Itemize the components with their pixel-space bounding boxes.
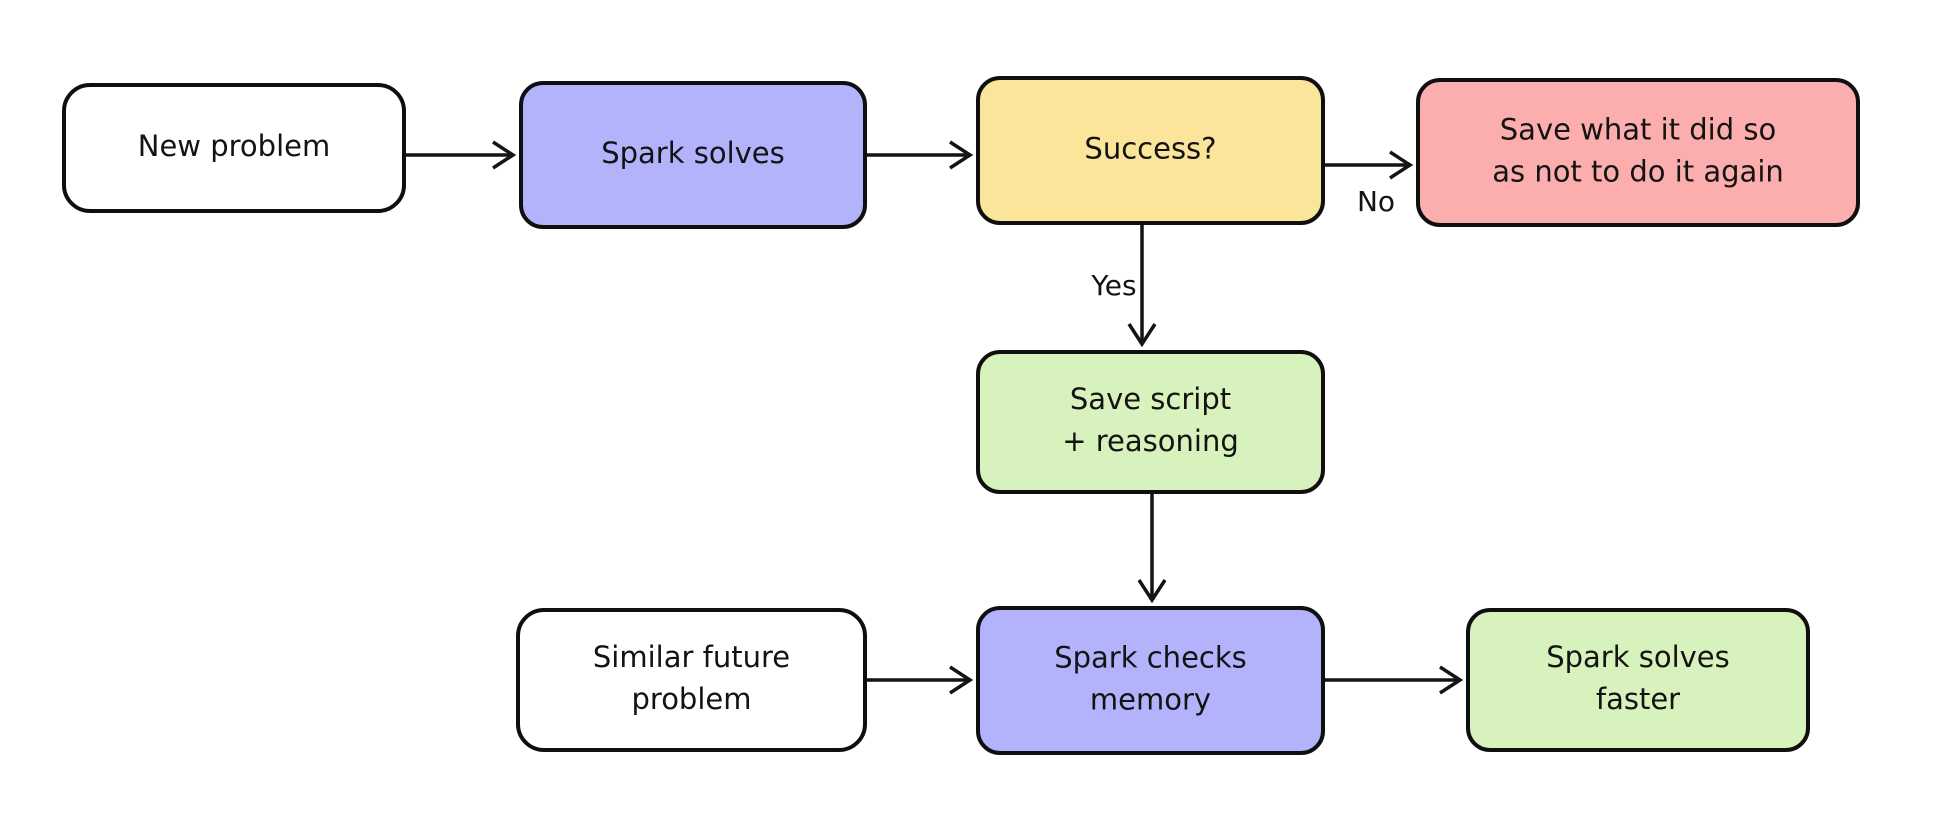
edges-layer bbox=[406, 140, 1464, 695]
edge-label-no: No bbox=[1357, 185, 1395, 218]
node-box-success[interactable] bbox=[976, 76, 1325, 225]
node-box-similar-future-problem[interactable] bbox=[516, 608, 867, 752]
arrowhead-icon bbox=[1389, 150, 1414, 180]
node-label-save-script: Save script bbox=[1070, 382, 1231, 416]
node-similar-future-problem[interactable]: Similar future problem bbox=[516, 608, 867, 752]
edge-spark-checks-memory-to-spark-solves-faster bbox=[1325, 665, 1464, 695]
edge-spark-solves-to-success bbox=[867, 140, 974, 170]
arrowhead-icon bbox=[492, 140, 517, 170]
arrowhead-icon bbox=[1127, 323, 1157, 348]
node-spark-solves-faster[interactable]: Spark solves faster bbox=[1466, 608, 1810, 752]
edge-save-script-to-spark-checks-memory bbox=[1137, 494, 1167, 604]
node-label-spark-checks-memory: memory bbox=[1090, 683, 1211, 717]
node-box-save-what-it-did[interactable] bbox=[1416, 78, 1860, 227]
node-label-similar-future-problem: problem bbox=[632, 682, 752, 716]
node-save-script[interactable]: Save script + reasoning bbox=[976, 350, 1325, 494]
edge-label-yes: Yes bbox=[1090, 269, 1136, 302]
node-box-spark-checks-memory[interactable] bbox=[976, 606, 1325, 755]
arrowhead-icon bbox=[949, 665, 974, 695]
edge-similar-future-problem-to-spark-checks-memory bbox=[867, 665, 974, 695]
node-box-spark-solves[interactable] bbox=[519, 81, 867, 229]
node-spark-solves[interactable]: Spark solves bbox=[519, 81, 867, 229]
node-success[interactable]: Success? bbox=[976, 76, 1325, 225]
arrowhead-icon bbox=[1439, 665, 1464, 695]
node-label-save-script: + reasoning bbox=[1062, 424, 1239, 458]
node-label-save-what-it-did: Save what it did so bbox=[1500, 113, 1776, 147]
node-label-spark-solves-faster: Spark solves bbox=[1546, 640, 1730, 674]
node-save-what-it-did[interactable]: Save what it did so as not to do it again bbox=[1416, 78, 1860, 227]
node-label-spark-solves-faster: faster bbox=[1596, 682, 1680, 716]
edge-success-to-save-what-it-did bbox=[1325, 150, 1414, 180]
node-box-spark-solves-faster[interactable] bbox=[1466, 608, 1810, 752]
node-label-new-problem: New problem bbox=[138, 129, 330, 163]
node-new-problem[interactable]: New problem bbox=[62, 83, 406, 213]
node-box-new-problem[interactable] bbox=[62, 83, 406, 213]
edge-new-problem-to-spark-solves bbox=[406, 140, 517, 170]
node-label-spark-checks-memory: Spark checks bbox=[1054, 641, 1247, 675]
node-label-success: Success? bbox=[1084, 132, 1216, 166]
node-box-save-script[interactable] bbox=[976, 350, 1325, 494]
edge-success-to-save-script bbox=[1127, 225, 1157, 348]
node-label-save-what-it-did: as not to do it again bbox=[1492, 155, 1784, 189]
node-label-similar-future-problem: Similar future bbox=[593, 640, 790, 674]
arrowhead-icon bbox=[1137, 579, 1167, 604]
node-label-spark-solves: Spark solves bbox=[601, 136, 785, 170]
node-spark-checks-memory[interactable]: Spark checks memory bbox=[976, 606, 1325, 755]
arrowhead-icon bbox=[949, 140, 974, 170]
